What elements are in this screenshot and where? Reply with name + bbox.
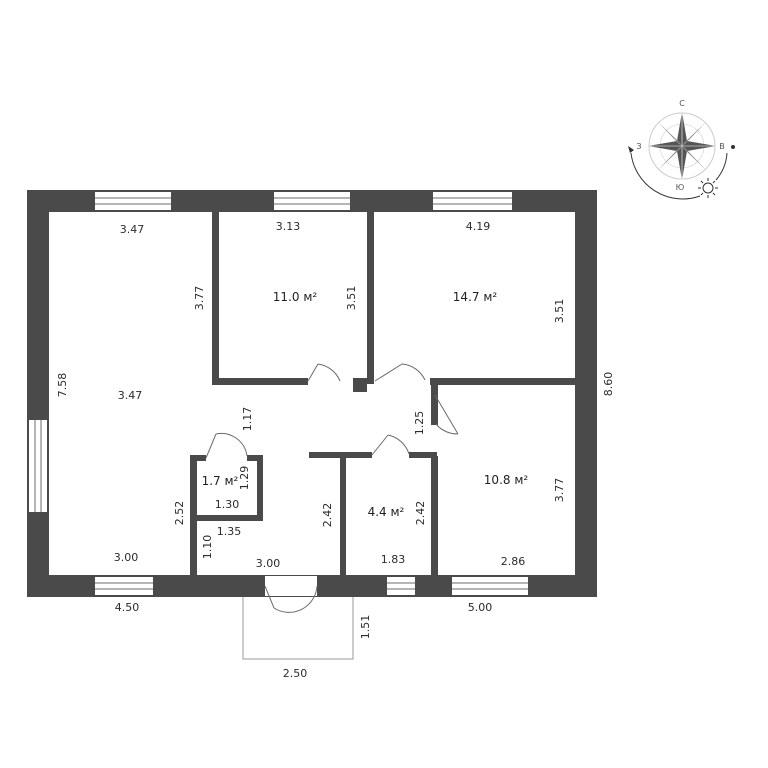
hall-storage-height: 1.10 [201, 535, 214, 560]
hall-door-gap-dim: 1.25 [413, 411, 426, 436]
hall-side-dim: 2.52 [173, 501, 186, 526]
overall-bottom-right-dim: 5.00 [468, 601, 493, 614]
compass-east: В [719, 142, 725, 151]
porch-width-dim: 2.50 [283, 667, 308, 680]
living-top-dim: 3.47 [120, 223, 145, 236]
hall-bottom-dim: 3.00 [256, 557, 281, 570]
doors [205, 363, 459, 613]
interior-walls [190, 212, 575, 576]
compass-star-icon [648, 112, 716, 180]
room-labels: 3.47 3.47 3.00 7.58 3.77 3.13 11.0 м² 3.… [56, 220, 566, 680]
bedroom2-side-dim: 3.51 [553, 299, 566, 324]
entry-opening [265, 576, 317, 596]
bath-left-dim: 2.42 [321, 503, 334, 528]
bath-bottom-dim: 1.83 [381, 553, 406, 566]
bath-area: 4.4 м² [368, 505, 405, 519]
bedroom2-top-dim: 4.19 [466, 220, 491, 233]
sun-path-arc [630, 152, 701, 200]
living-left-dim: 7.58 [56, 373, 69, 398]
porch [242, 594, 354, 660]
bedroom2-area: 14.7 м² [453, 290, 498, 304]
overall-dimensions: 8.60 4.50 5.00 [115, 372, 615, 614]
living-right-dim: 3.77 [193, 286, 206, 311]
wc-area: 1.7 м² [202, 474, 239, 488]
hall-storage-width: 1.35 [217, 525, 242, 538]
living-bottom-dim: 3.00 [114, 551, 139, 564]
bedroom1-top-dim: 3.13 [276, 220, 301, 233]
wc-bottom-dim: 1.30 [215, 498, 240, 511]
windows [29, 192, 528, 595]
outer-walls [27, 190, 597, 597]
compass-west: З [636, 142, 641, 151]
porch-depth-dim: 1.51 [359, 615, 372, 640]
sun-icon [698, 178, 718, 198]
bedroom3-area: 10.8 м² [484, 473, 529, 487]
bedroom1-area: 11.0 м² [273, 290, 318, 304]
overall-bottom-left-dim: 4.50 [115, 601, 140, 614]
bedroom1-side-dim: 3.51 [345, 286, 358, 311]
wc-side-dim: 1.29 [238, 466, 251, 491]
hall-corridor-dim: 1.17 [241, 407, 254, 432]
compass-north: С [679, 99, 685, 108]
bedroom3-bottom-dim: 2.86 [501, 555, 526, 568]
bedroom3-side-dim: 3.77 [553, 478, 566, 503]
compass: С Ю З В [628, 99, 735, 200]
compass-south: Ю [676, 183, 685, 192]
living-mid-dim: 3.47 [118, 389, 143, 402]
overall-height-dim: 8.60 [602, 372, 615, 397]
bath-right-dim: 2.42 [414, 501, 427, 526]
